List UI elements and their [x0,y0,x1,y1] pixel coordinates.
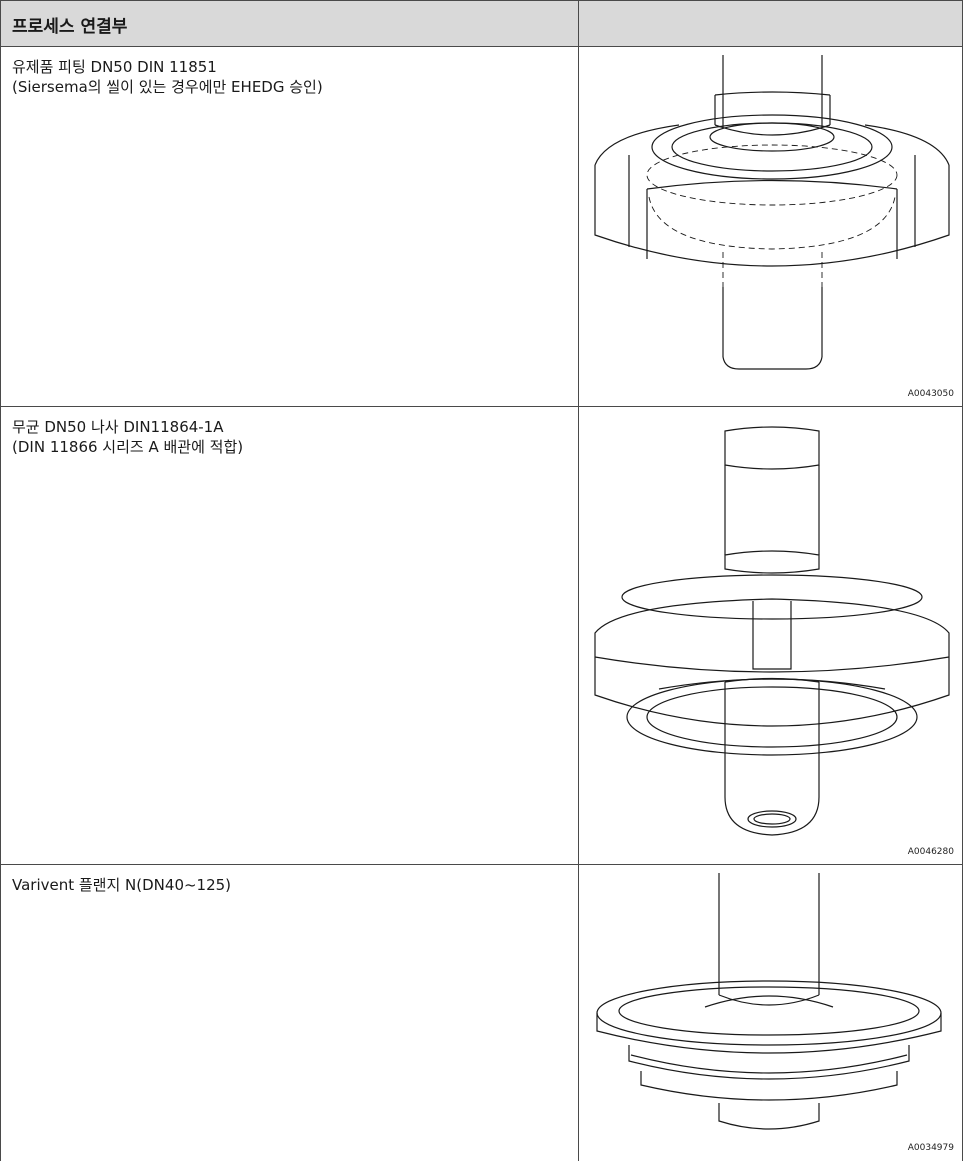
row-description: Varivent 플랜지 N(DN40~125) [12,875,567,895]
row-title: 무균 DN50 나사 DIN11864-1A [12,418,224,436]
aseptic-thread-drawing [579,407,962,865]
row-description: 유제품 피팅 DN50 DIN 11851 (Siersema의 씰이 있는 경… [12,57,567,97]
aseptic-thread-figure: A0046280 [579,407,962,865]
table-row: 무균 DN50 나사 DIN11864-1A (DIN 11866 시리즈 A … [0,407,963,865]
table-row: Varivent 플랜지 N(DN40~125) A0034979 [0,865,963,1161]
row-title: 유제품 피팅 DN50 DIN 11851 [12,58,217,76]
row-title: Varivent 플랜지 N(DN40~125) [12,876,232,894]
header-process-connection: 프로세스 연결부 [12,17,128,37]
varivent-flange-figure: A0034979 [579,865,962,1161]
figure-id: A0043050 [907,389,954,399]
row-note: (DIN 11866 시리즈 A 배관에 적합) [12,438,244,456]
row-description: 무균 DN50 나사 DIN11864-1A (DIN 11866 시리즈 A … [12,417,567,457]
varivent-flange-drawing [579,865,962,1161]
figure-id: A0034979 [907,1143,954,1153]
figure-id: A0046280 [907,847,954,857]
dairy-fitting-figure: A0043050 [579,47,962,407]
table-left-border [0,0,1,1161]
column-divider [578,0,579,1161]
row-note: (Siersema의 씰이 있는 경우에만 EHEDG 승인) [12,78,323,96]
table-header-row: 프로세스 연결부 [0,0,963,47]
table-row: 유제품 피팅 DN50 DIN 11851 (Siersema의 씰이 있는 경… [0,47,963,407]
dairy-fitting-drawing [579,47,962,407]
